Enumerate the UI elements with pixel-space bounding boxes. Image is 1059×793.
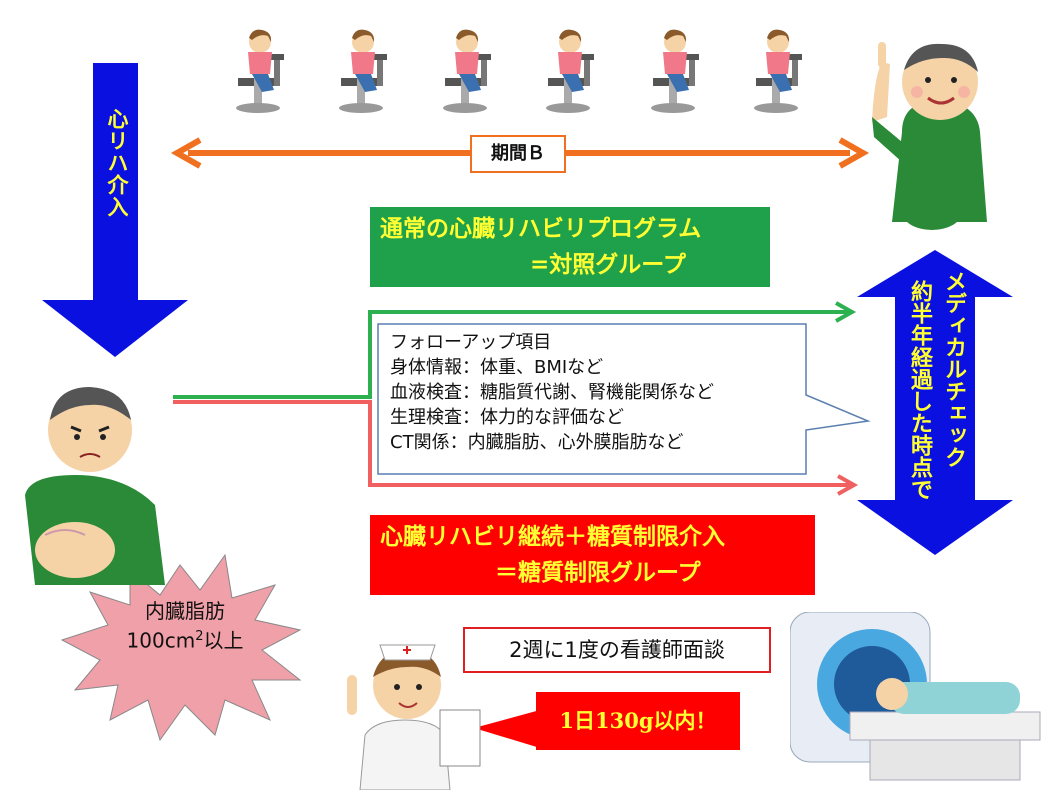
followup-item: 生理検査：体力的な評価など — [390, 407, 624, 428]
followup-callout — [377, 323, 871, 475]
carb-group-box: 心臓リハビリ継続＋糖質制限介入 ＝糖質制限グループ — [370, 515, 815, 595]
carb-limit-box: 1日130g以内！ — [536, 692, 740, 750]
nurse-speech-pointer — [474, 710, 540, 748]
visceral-fat-text: 内臓脂肪 100cm2以上 — [95, 598, 275, 654]
control-group-box: 通常の心臓リハビリプログラム =対照グループ — [370, 207, 770, 287]
exercise-bike-person-icon — [236, 29, 284, 113]
followup-item: 血液検査：糖脂質代謝、腎機能関係など — [390, 382, 714, 403]
worried-man-icon — [25, 387, 165, 585]
followup-title: フォローアップ項目 — [390, 332, 552, 353]
threshold-sup: 2 — [195, 629, 204, 644]
intervention-label: 心リハ介入 — [105, 108, 129, 218]
nurse-interview-box: 2週に1度の看護師面談 — [463, 627, 771, 673]
followup-item: 身体情報：体重、BMIなど — [390, 357, 604, 378]
checkup-label-col1: メディカルチェック — [941, 270, 966, 468]
exercise-bike-person-icon — [443, 29, 491, 113]
followup-item: CT関係：内臓脂肪、心外膜脂肪など — [390, 432, 684, 453]
visceral-fat-threshold: 100cm2以上 — [95, 624, 275, 654]
exercise-bike-person-icon — [546, 29, 594, 113]
carb-group-line1: 心臓リハビリ継続＋糖質制限介入 — [380, 524, 725, 550]
carb-group-line2: ＝糖質制限グループ — [495, 560, 701, 586]
exercise-bike-person-icon — [339, 29, 387, 113]
threshold-suffix: 以上 — [203, 628, 244, 653]
threshold-value: 100cm — [126, 628, 196, 653]
intervention-arrow — [42, 63, 188, 357]
exercise-bike-person-icon — [651, 29, 699, 113]
group-split-lines — [173, 301, 859, 496]
control-group-line2: =対照グループ — [530, 252, 686, 278]
checkup-arrow — [857, 250, 1013, 555]
pointing-man-icon — [872, 42, 987, 230]
visceral-fat-burst — [60, 553, 302, 742]
ct-scanner-icon — [790, 612, 1041, 781]
control-group-line1: 通常の心臓リハビリプログラム — [380, 216, 702, 242]
visceral-fat-label: 内臓脂肪 — [145, 599, 225, 623]
period-b-label: 期間Ｂ — [470, 135, 566, 173]
followup-list: フォローアップ項目 身体情報：体重、BMIなど 血液検査：糖脂質代謝、腎機能関係… — [390, 330, 810, 455]
checkup-label-col2: 約半年経過した時点で — [907, 280, 932, 500]
exercise-bike-person-icon — [754, 29, 802, 113]
nurse-icon — [347, 644, 481, 790]
